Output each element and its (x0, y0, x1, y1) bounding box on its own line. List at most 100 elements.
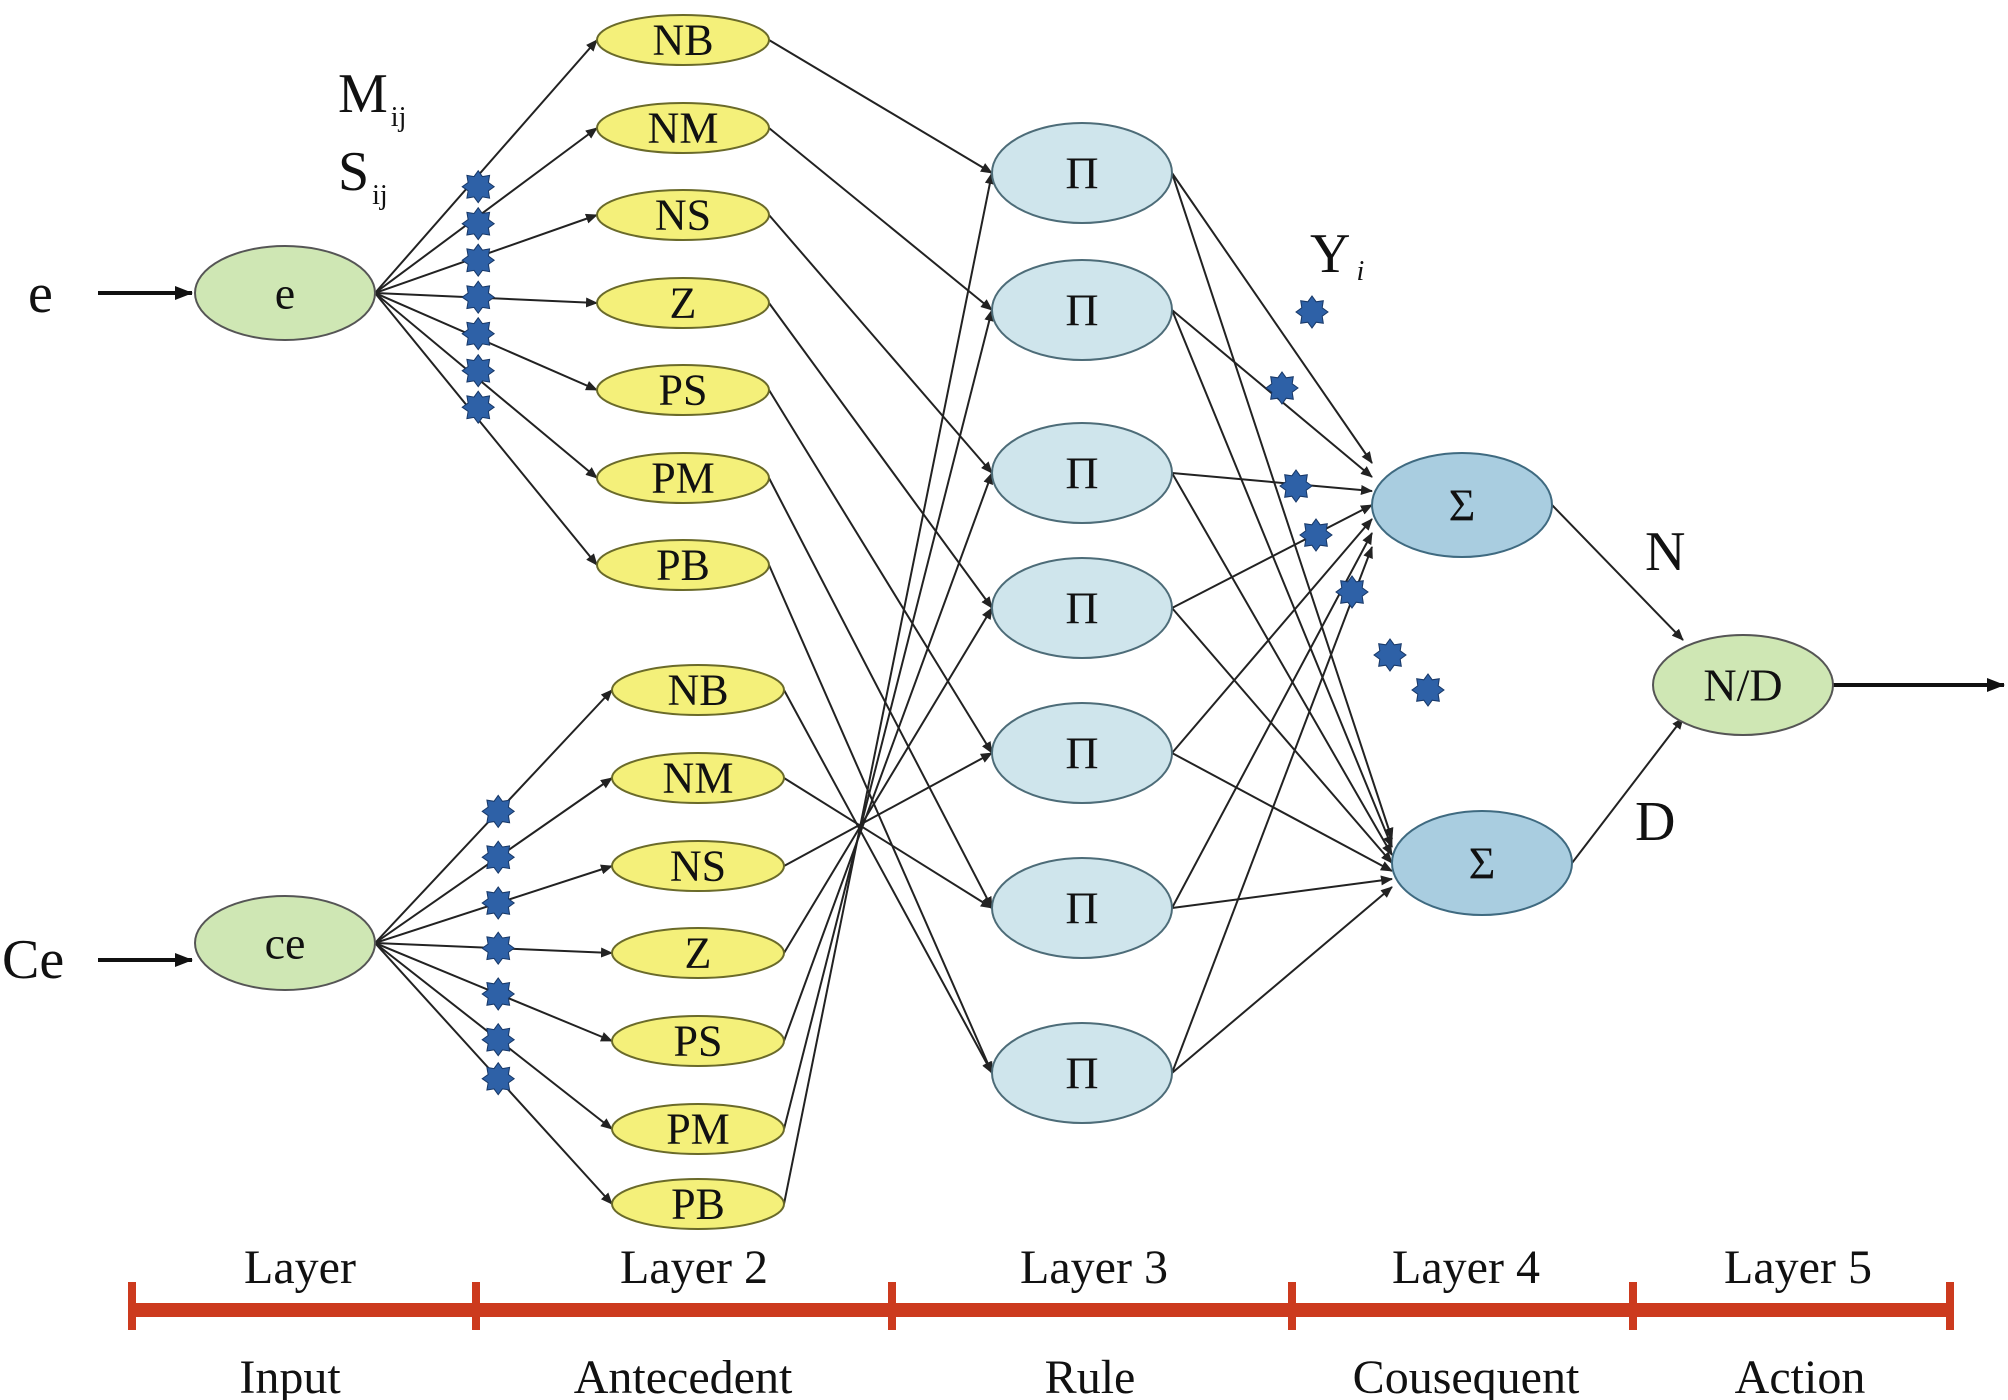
input-node-e: e (194, 245, 376, 341)
input-node-ce-label: ce (265, 918, 306, 969)
term-top-0: NB (652, 16, 713, 65)
timeline-tick (1629, 1282, 1637, 1330)
term-bottom-4: PS (674, 1017, 723, 1066)
edge-term-rule (783, 309, 995, 1130)
param-m-main: M (338, 63, 388, 125)
sum-node-numerator-label: Σ (1449, 480, 1476, 531)
layer-1-title: Layer (244, 1241, 356, 1294)
layer-timeline: Layer Layer 2 Layer 3 Layer 4 Layer 5 In… (128, 1241, 1954, 1400)
edge-rule-sum-d (1171, 172, 1394, 840)
weight-dot-icon (1299, 518, 1333, 552)
edge-sum-output (1571, 717, 1684, 864)
term-node: Z (596, 277, 770, 329)
edge-input-term (374, 292, 598, 479)
layer-3-caption: Rule (1045, 1351, 1136, 1400)
sum-node-numerator: Σ (1371, 452, 1553, 558)
timeline-tick (888, 1282, 896, 1330)
rule-node-4-label: Π (1065, 728, 1098, 779)
weight-dot-icon (1265, 371, 1299, 405)
rule-node: Π (991, 557, 1173, 659)
edge-term-rule (783, 689, 993, 1074)
timeline-tick (128, 1282, 136, 1330)
term-bottom-2: NS (670, 842, 726, 891)
edge-term-rule (768, 214, 993, 474)
edge-term-rule (783, 607, 993, 954)
edge-rule-sum-d (1171, 886, 1393, 1074)
weight-dot-icon (1373, 638, 1407, 672)
term-bottom-6: PB (671, 1180, 725, 1229)
timeline-tick (472, 1282, 480, 1330)
output-node-label: N/D (1703, 660, 1782, 711)
term-top-1: NM (648, 104, 719, 153)
rule-node: Π (991, 857, 1173, 959)
edge-input-term (374, 292, 598, 566)
sum-node-denominator-label: Σ (1469, 838, 1496, 889)
term-top-2: NS (655, 191, 711, 240)
term-top-3: Z (670, 279, 697, 328)
y-label-sub: i (1356, 256, 1364, 287)
term-node: PS (596, 364, 770, 416)
weight-dot-icon (461, 243, 496, 278)
weight-dot-icon (1335, 575, 1369, 609)
term-bottom-1: NM (663, 754, 734, 803)
input-ce-signal-label: Ce (2, 929, 64, 991)
term-top-5: PM (651, 454, 715, 503)
layer-4-caption: Cousequent (1353, 1351, 1580, 1400)
rule-node-6-label: Π (1065, 1048, 1098, 1099)
weight-dot-icon (481, 794, 516, 829)
edge-term-rule (768, 564, 993, 1074)
input-node-e-label: e (275, 268, 295, 319)
term-node: PB (611, 1178, 785, 1230)
y-label-main: Y (1310, 223, 1350, 285)
weight-dot-icon (1279, 469, 1313, 503)
rule-node: Π (991, 702, 1173, 804)
rule-node: Π (991, 1022, 1173, 1124)
edge-input-term (374, 127, 598, 294)
weight-dot-icon (481, 931, 516, 966)
timeline-tick (1946, 1282, 1954, 1330)
term-node: NS (596, 189, 770, 241)
edge-term-rule (768, 127, 993, 311)
rule-node: Π (991, 259, 1173, 361)
layer-2-caption: Antecedent (574, 1351, 793, 1400)
edge-input-term (374, 39, 598, 294)
term-bottom-0: NB (667, 666, 728, 715)
term-bottom-3: Z (685, 929, 712, 978)
param-s-sub: ij (372, 180, 388, 211)
n-edge-label: N (1645, 521, 1685, 583)
d-edge-label: D (1635, 791, 1675, 853)
term-top-4: PS (659, 366, 708, 415)
layer-4-title: Layer 4 (1392, 1241, 1540, 1294)
weight-dot-icon (461, 206, 496, 241)
rule-node-1-label: Π (1065, 285, 1098, 336)
param-m-sub: ij (391, 102, 407, 133)
input-e-signal-label: e (28, 263, 53, 325)
input-node-ce: ce (194, 895, 376, 991)
edge-term-rule (783, 472, 993, 1042)
edge-term-rule (768, 39, 993, 174)
timeline-tick (1288, 1282, 1296, 1330)
weight-markers (461, 169, 1445, 1096)
edge-term-rule (768, 302, 993, 609)
param-s-main: S (338, 141, 369, 203)
weight-dot-icon (481, 1022, 516, 1057)
weight-dot-icon (461, 353, 496, 388)
layer-5-caption: Action (1735, 1351, 1866, 1400)
output-node: N/D (1652, 634, 1834, 736)
term-node: NB (596, 14, 770, 66)
edge-rule-sum-n (1171, 532, 1373, 909)
weight-dot-icon (481, 886, 516, 920)
edge-rule-sum-n (1171, 546, 1373, 1074)
weight-dot-icon (461, 280, 496, 315)
edge-term-rule (768, 477, 993, 909)
weight-dot-icon (481, 1061, 516, 1096)
weight-dot-icon (1411, 673, 1445, 707)
term-node: PM (596, 452, 770, 504)
edge-rule-sum-d (1171, 752, 1393, 872)
edge-rule-sum-d (1171, 607, 1393, 864)
edge-term-rule (783, 752, 993, 867)
term-node: PB (596, 539, 770, 591)
